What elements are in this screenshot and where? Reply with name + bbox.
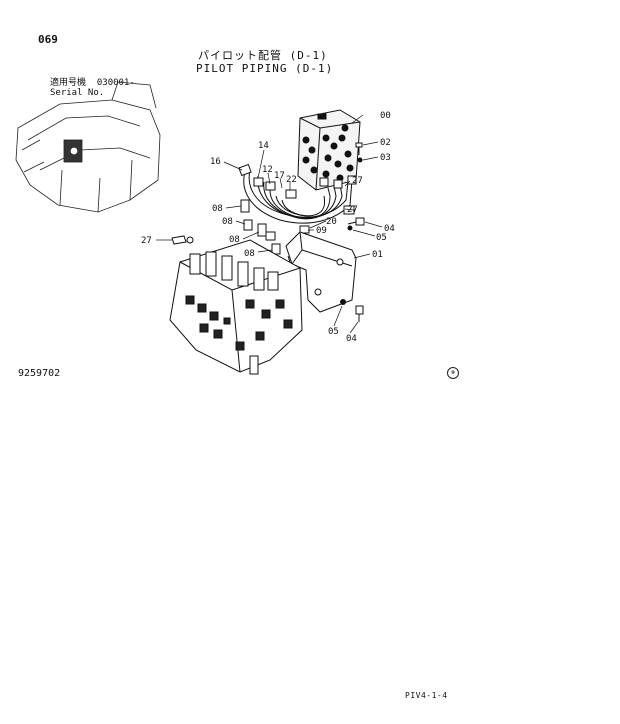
callout-08a: 08 [212, 204, 223, 214]
elbow-fittings [171, 199, 281, 255]
hose-fittings [238, 163, 357, 241]
serial-label-en: Serial No. [50, 88, 105, 98]
callout-04a: 04 [384, 224, 395, 234]
document-number: 9259702 [18, 368, 61, 379]
callout-01: 01 [372, 250, 383, 260]
washer-05-bottom [340, 299, 346, 305]
bolt-04-bottom [355, 305, 364, 322]
control-valve [169, 239, 303, 375]
bolt-04-top [347, 217, 365, 226]
callout-03: 03 [380, 153, 391, 163]
callout-20: 20 [326, 217, 337, 227]
title-english: PILOT PIPING (D-1) [196, 62, 334, 75]
page-code: PIV4-1-4 [405, 691, 448, 700]
title-japanese: パイロット配管 (D-1) [198, 49, 328, 62]
callout-12: 12 [262, 165, 273, 175]
leader-lines [156, 114, 383, 334]
washer-03 [357, 157, 363, 163]
machine-overview-illustration [15, 81, 161, 213]
pilot-hose-bundle [243, 169, 353, 224]
washer-05-top [347, 225, 353, 231]
callout-27a: 27 [352, 176, 363, 186]
callout-02: 02 [380, 138, 391, 148]
serial-block: 適用号機 030001- Serial No. [50, 78, 135, 98]
manufacturer-logo-icon: ⊛ [447, 367, 459, 379]
callout-09: 09 [316, 226, 327, 236]
callout-16: 16 [210, 157, 221, 167]
callout-08d: 08 [244, 249, 255, 259]
callout-17: 17 [274, 171, 285, 181]
bolt-02 [355, 142, 363, 155]
callout-08c: 08 [229, 235, 240, 245]
callout-00: 00 [380, 111, 391, 121]
callout-05b: 05 [328, 327, 339, 337]
callout-22: 22 [286, 175, 297, 185]
callout-27c: 27 [141, 236, 152, 246]
serial-label-jp: 適用号機 [50, 78, 87, 88]
callout-05a: 05 [376, 233, 387, 243]
callout-27b: 27 [347, 205, 358, 215]
callout-14: 14 [258, 141, 269, 151]
callout-08b: 08 [222, 217, 233, 227]
page-number: 069 [38, 33, 58, 46]
serial-value: 030001- [96, 78, 135, 88]
callouts: 00 02 03 16 14 12 17 22 27 08 27 08 20 0… [141, 111, 395, 344]
callout-04b: 04 [346, 334, 357, 344]
